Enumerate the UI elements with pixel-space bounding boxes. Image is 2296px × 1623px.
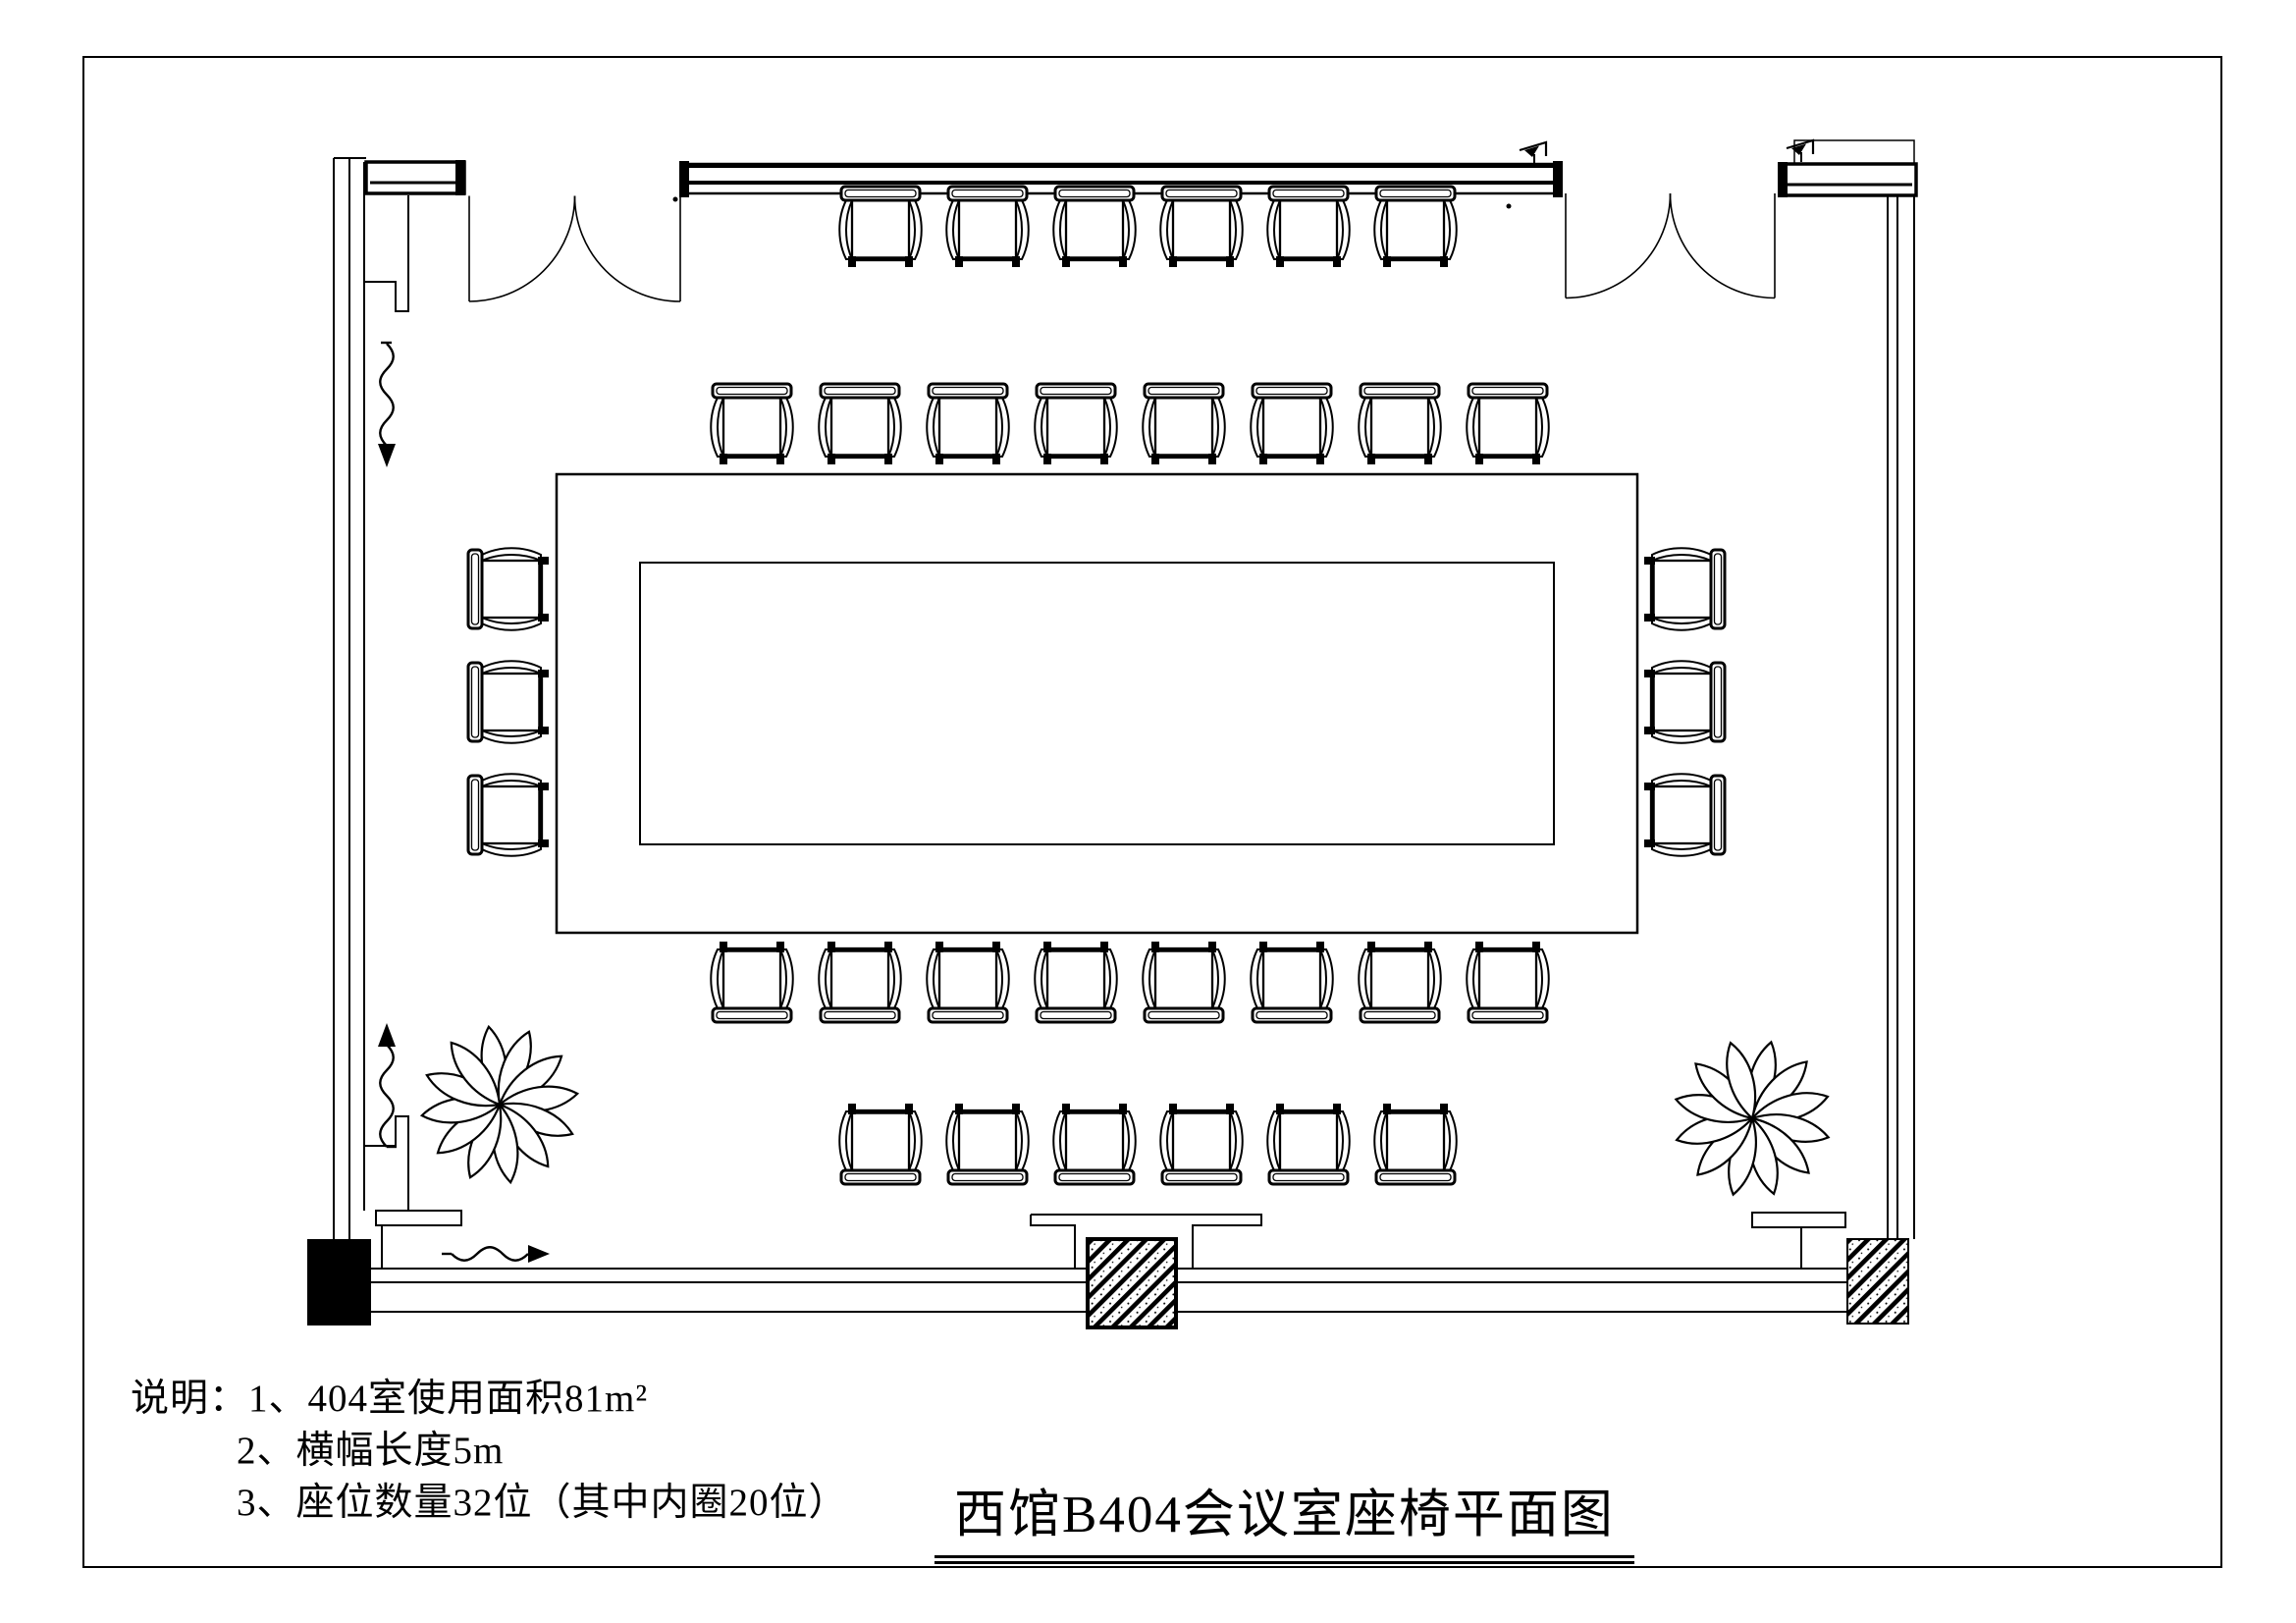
chair [466,546,551,632]
chair [944,185,1031,269]
notes-label: 说明： [131,1378,249,1420]
wavy-arrow-down-icon [378,341,396,467]
wavy-arrow-right-icon [442,1245,550,1263]
chair [1642,546,1727,632]
columns [307,1237,1909,1329]
bottom-wall [371,1268,1847,1313]
column-solid [307,1239,371,1325]
markers [672,138,1815,209]
column-hatched-center [1086,1237,1178,1329]
flag-marker-icon [1518,140,1548,166]
chair [1465,382,1551,466]
flag-marker-icon [1785,138,1815,164]
conference-table [555,472,1639,935]
chair [1265,1102,1352,1186]
chair [1642,772,1727,858]
chair [1642,659,1727,745]
right-wall [1887,164,1915,1239]
plant-right [1655,1021,1849,1216]
wavy-arrow-up-icon [378,1023,397,1149]
note-line: 说明：1、404室使用面积81m² [131,1373,848,1425]
chair [925,382,1011,466]
note-line: 2、横幅长度5m [237,1430,505,1472]
right-double-door [1565,192,1776,299]
chair [1357,940,1443,1024]
chair [817,382,903,466]
chair [709,940,795,1024]
notes-block: 说明：1、404室使用面积81m² 2、横幅长度5m 3、座位数量32位（其中内… [131,1373,848,1529]
chair [1158,185,1245,269]
chair [925,940,1011,1024]
chair [1033,382,1119,466]
top-wall-piers [364,139,1918,197]
plant-left [409,1014,590,1195]
table-inner-outline [639,562,1555,845]
annotation-arrows [378,341,550,1263]
chair [837,185,924,269]
chair [466,772,551,858]
chair [709,382,795,466]
chair [1265,185,1352,269]
chair [817,940,903,1024]
chair [944,1102,1031,1186]
note-line: 3、座位数量32位（其中内圈20位） [237,1482,848,1524]
chair [466,659,551,745]
chair [1249,382,1335,466]
chair [1372,1102,1459,1186]
chair [1033,940,1119,1024]
chair [1465,940,1551,1024]
column-hatched-right [1846,1238,1909,1325]
left-wall [333,157,366,1239]
left-double-door [468,195,681,302]
podium-outline [1030,1214,1262,1269]
note-item: 1、404室使用面积81m² [248,1378,649,1420]
sheet-border [82,56,2222,1568]
chair [1141,940,1227,1024]
drawing-title: 西馆B404会议室座椅平面图 [934,1473,1634,1564]
chair [1141,382,1227,466]
chair [1357,382,1443,466]
chair [1249,940,1335,1024]
chair [1051,1102,1138,1186]
chair [837,1102,924,1186]
wall-details [364,195,1846,1269]
chair [1051,185,1138,269]
chair [1158,1102,1245,1186]
chair [1372,185,1459,269]
